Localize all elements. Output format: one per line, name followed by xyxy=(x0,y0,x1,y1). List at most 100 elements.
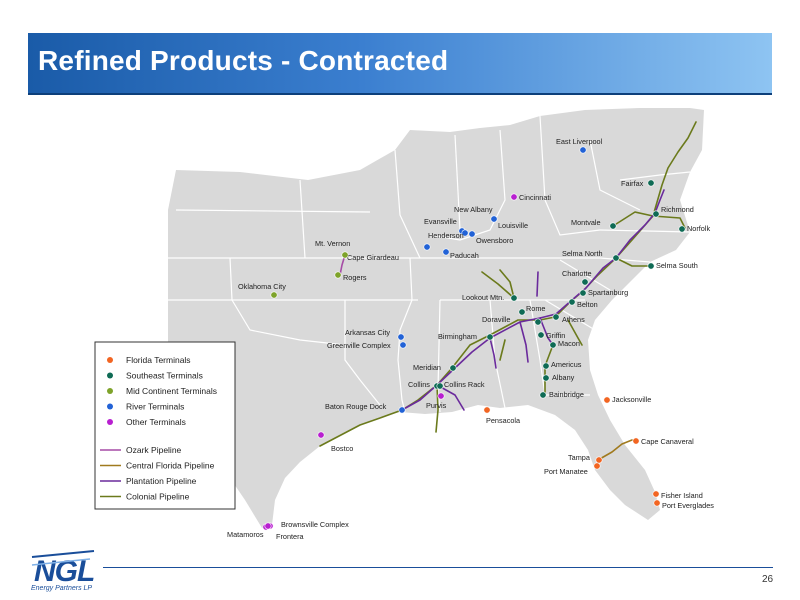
terminal-owensboro-marker xyxy=(468,230,476,238)
terminal-port-manatee-marker xyxy=(593,462,601,470)
terminal-doraville-label: Doraville xyxy=(482,315,510,324)
state-border xyxy=(229,257,346,346)
logo-tagline: Energy Partners LP xyxy=(31,585,93,592)
terminal-belton-marker xyxy=(568,298,576,306)
terminal-new-albany-label: New Albany xyxy=(454,205,493,214)
state-border xyxy=(539,115,601,236)
terminal-jacksonville-marker xyxy=(603,396,611,404)
terminal-pensacola-label: Pensacola xyxy=(486,416,521,425)
terminal-greenville-complex-marker xyxy=(399,341,407,349)
title-banner: Refined Products - Contracted xyxy=(28,33,772,95)
state-border xyxy=(544,299,596,331)
terminal-henderson-marker xyxy=(461,229,469,237)
state-border xyxy=(344,300,381,406)
terminal-richmond-marker xyxy=(652,210,660,218)
terminal-norfolk-marker xyxy=(678,225,686,233)
state-border xyxy=(454,134,461,231)
colonial-pipeline-branch xyxy=(567,319,583,346)
terminal-charlotte-label: Charlotte xyxy=(562,269,592,278)
terminal-americus-label: Americus xyxy=(551,360,582,369)
terminal-mt-vernon-marker xyxy=(341,251,349,259)
terminal-cincinnati-label: Cincinnati xyxy=(519,193,551,202)
ngl-logo: NGL xyxy=(31,550,95,588)
footer-rule xyxy=(103,567,773,568)
terminal-montvale-label: Montvale xyxy=(571,218,601,227)
terminal-pensacola-marker xyxy=(483,406,491,414)
terminal-fisher-island-marker xyxy=(652,490,660,498)
terminal-arkansas-city-label: Arkansas City xyxy=(345,328,390,337)
terminal-macon-marker xyxy=(549,341,557,349)
terminal-birmingham-label: Birmingham xyxy=(438,332,477,341)
terminal-purvis-marker xyxy=(437,392,445,400)
page-number: 26 xyxy=(762,574,774,585)
state-border xyxy=(559,259,611,291)
mid-continent-terminals-legend-label: Mid Continent Terminals xyxy=(126,386,217,396)
terminal-selma-south-marker xyxy=(647,262,655,270)
terminal-greenville-complex-label: Greenville Complex xyxy=(327,341,391,350)
land-mass xyxy=(165,108,704,528)
terminal-norfolk-label: Norfolk xyxy=(687,224,710,233)
florida-terminals-legend-label: Florida Terminals xyxy=(126,355,191,365)
terminal-cape-canaveral-label: Cape Canaveral xyxy=(641,437,694,446)
plantation-pipeline-branch xyxy=(489,337,497,369)
terminal-tampa-marker xyxy=(595,456,603,464)
terminal-bainbridge-marker xyxy=(539,391,547,399)
terminal-lookout-mtn-label: Lookout Mtn. xyxy=(462,293,504,302)
ozark-pipeline-legend-label: Ozark Pipeline xyxy=(126,445,182,455)
terminal-port-everglades-marker xyxy=(653,499,661,507)
plantation-pipeline-branch xyxy=(436,384,465,411)
terminal-bainbridge-label: Bainbridge xyxy=(549,390,584,399)
terminal-belton-label: Belton xyxy=(577,300,598,309)
terminal-collins-label: Collins xyxy=(408,380,430,389)
state-border xyxy=(529,299,590,396)
terminal-baton-rouge-dock-label: Baton Rouge Dock xyxy=(325,402,387,411)
terminal-americus-marker xyxy=(542,362,550,370)
terminal-port-manatee-label: Port Manatee xyxy=(544,467,588,476)
terminal-selma-north-label: Selma North xyxy=(562,249,603,258)
terminal-frontera-label: Frontera xyxy=(276,532,305,541)
plantation-pipeline-branch xyxy=(536,271,539,297)
terminal-macon-label: Macon xyxy=(558,339,580,348)
state-border xyxy=(599,229,691,233)
slide-title: Refined Products - Contracted xyxy=(38,45,449,76)
terminal-montvale-marker xyxy=(609,222,617,230)
terminal-frontera-marker xyxy=(264,522,272,530)
terminal-albany-label: Albany xyxy=(552,373,575,382)
plantation-pipeline xyxy=(401,212,656,411)
colonial-pipeline-legend-label: Colonial Pipeline xyxy=(126,492,190,502)
terminal-oklahoma-city-label: Oklahoma City xyxy=(238,282,286,291)
colonial-pipeline-branch xyxy=(499,269,515,299)
terminal-paducah-label: Paducah xyxy=(450,251,479,260)
terminal-fairfax-marker xyxy=(647,179,655,187)
terminal-rogers-label: Rogers xyxy=(343,273,367,282)
florida-terminals-legend-dot xyxy=(107,357,113,363)
terminal-port-everglades-label: Port Everglades xyxy=(662,501,714,510)
terminal-cape-canaveral-marker xyxy=(632,437,640,445)
terminal-meridian-marker xyxy=(449,364,457,372)
terminal-lookout-mtn-marker xyxy=(510,294,518,302)
river-terminals-legend-dot xyxy=(107,403,113,410)
logo-swoosh xyxy=(31,550,95,558)
terminal-paducah-marker xyxy=(442,248,450,256)
terminal-mt-vernon-label: Mt. Vernon xyxy=(315,239,350,248)
terminal-oklahoma-city-marker xyxy=(270,291,278,299)
terminal-birmingham-marker xyxy=(486,333,494,341)
terminal-owensboro-label: Owensboro xyxy=(476,236,513,245)
terminal-richmond-label: Richmond xyxy=(661,205,694,214)
southeast-terminals-legend-dot xyxy=(107,372,113,379)
pipeline-network xyxy=(319,121,697,461)
terminal-meridian-label: Meridian xyxy=(413,363,441,372)
terminal-matamoros-label: Matamoros xyxy=(227,530,264,539)
colonial-pipeline-branch xyxy=(652,215,686,229)
terminal-fisher-island-label: Fisher Island xyxy=(661,491,703,500)
colonial-pipeline-branch xyxy=(481,271,515,299)
terminal-arkansas-city-marker xyxy=(397,333,405,341)
terminal-fairfax-label: Fairfax xyxy=(621,179,644,188)
terminal-east-liverpool-marker xyxy=(579,146,587,154)
us-southeast-land xyxy=(165,108,704,528)
terminal-collins-rack-label: Collins Rack xyxy=(444,380,485,389)
terminal-louisville-marker xyxy=(490,215,498,223)
central-florida-pipeline-legend-label: Central Florida Pipeline xyxy=(126,461,215,471)
colonial-pipeline-branch xyxy=(499,339,506,361)
